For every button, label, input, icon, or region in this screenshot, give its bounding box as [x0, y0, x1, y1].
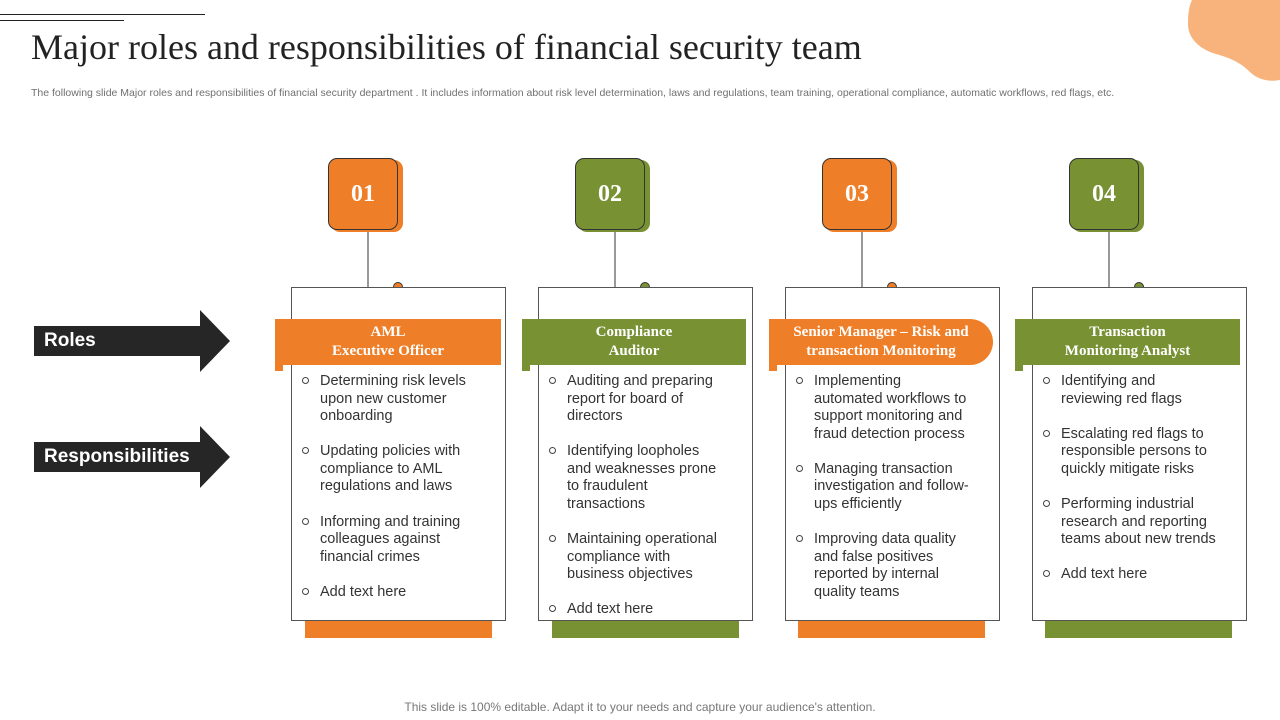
responsibilities-list: Identifying and reviewing red flags Esca… [1041, 373, 1219, 601]
roles-label: Roles [44, 330, 96, 351]
card-footer-bar [552, 621, 739, 638]
list-item: Add text here [547, 601, 725, 619]
list-item: Updating policies with compliance to AML… [300, 443, 478, 496]
card-footer-bar [798, 621, 985, 638]
connector-line [1108, 232, 1144, 298]
list-item: Add text here [1041, 566, 1219, 584]
list-item: Performing industrial research and repor… [1041, 496, 1219, 549]
list-item: Improving data quality and false positiv… [794, 531, 972, 601]
list-item: Escalating red flags to responsible pers… [1041, 426, 1219, 479]
list-item: Add text here [300, 584, 478, 602]
list-item: Auditing and preparing report for board … [547, 373, 725, 426]
list-item: Managing transaction investigation and f… [794, 461, 972, 514]
page-subtitle: The following slide Major roles and resp… [31, 87, 1115, 99]
decorative-line [0, 14, 205, 15]
card-footer-bar [1045, 621, 1232, 638]
responsibilities-list: Auditing and preparing report for board … [547, 373, 725, 637]
card-footer-bar [305, 621, 492, 638]
responsibilities-list: Implementing automated workflows to supp… [794, 373, 972, 619]
number-badge: 01 [328, 158, 398, 230]
responsibilities-label: Responsibilities [44, 446, 190, 467]
responsibilities-arrow: Responsibilities [34, 426, 230, 488]
list-item: Maintaining operational compliance with … [547, 531, 725, 584]
page-title: Major roles and responsibilities of fina… [31, 27, 862, 67]
list-item: Identifying and reviewing red flags [1041, 373, 1219, 408]
footer-note: This slide is 100% editable. Adapt it to… [404, 700, 876, 714]
decorative-blob [1188, 0, 1280, 81]
connector-line [614, 232, 650, 298]
responsibilities-list: Determining risk levels upon new custome… [300, 373, 478, 619]
connector-line [367, 232, 403, 298]
list-item: Informing and training colleagues agains… [300, 514, 478, 567]
list-item: Identifying loopholes and weaknesses pro… [547, 443, 725, 513]
roles-arrow: Roles [34, 310, 230, 372]
list-item: Implementing automated workflows to supp… [794, 373, 972, 443]
number-badge: 03 [822, 158, 892, 230]
decorative-line [0, 20, 124, 21]
list-item: Determining risk levels upon new custome… [300, 373, 478, 426]
number-badge: 02 [575, 158, 645, 230]
number-badge: 04 [1069, 158, 1139, 230]
connector-line [861, 232, 897, 298]
